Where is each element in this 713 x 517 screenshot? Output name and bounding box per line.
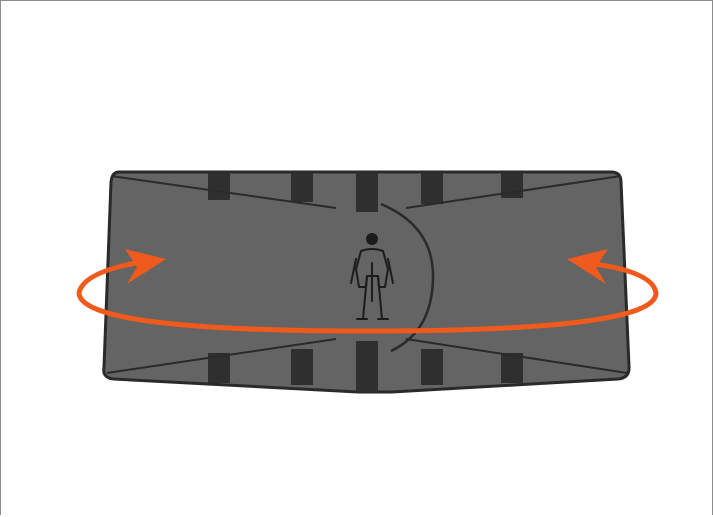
rotation-arrow-icon xyxy=(76,249,659,334)
person-figure-icon xyxy=(350,233,394,320)
